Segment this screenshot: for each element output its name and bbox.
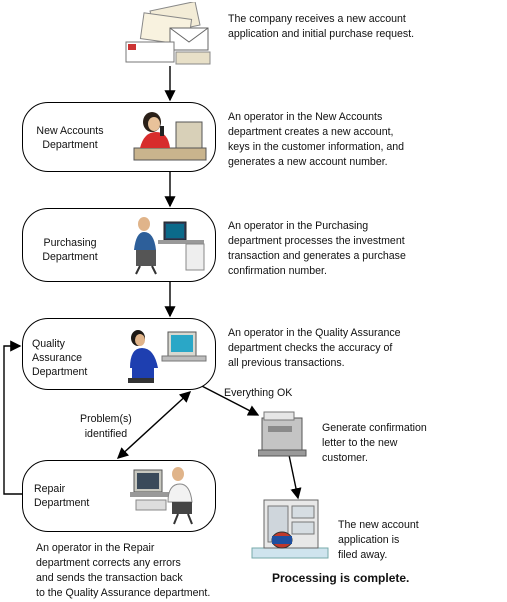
computer-operator-icon xyxy=(134,217,205,275)
purchasing-label: Purchasing Department xyxy=(42,237,98,263)
intro-description: The company receives a new account appli… xyxy=(228,13,415,40)
qa-operator-icon xyxy=(128,330,207,383)
repair-label: Repair Department xyxy=(34,483,90,509)
everything-ok-label: Everything OK xyxy=(224,387,293,399)
filing-cabinet-icon xyxy=(251,499,329,559)
confirmation-description: Generate confirmation letter to the new … xyxy=(322,422,427,464)
arrow-qa-repair-bidirectional xyxy=(116,391,192,459)
printer-icon xyxy=(258,411,307,457)
arrow-repair-back-to-qa xyxy=(3,340,22,495)
new-accounts-label: New Accounts Department xyxy=(36,125,104,151)
repair-description: An operator in the Repair department cor… xyxy=(36,542,211,599)
quality-assurance-label: Quality Assurance Department xyxy=(32,338,88,378)
filed-description: The new account application is filed awa… xyxy=(338,519,419,561)
repair-operator-icon xyxy=(130,467,193,525)
purchasing-description: An operator in the Purchasing department… xyxy=(228,220,406,277)
new-accounts-description: An operator in the New Accounts departme… xyxy=(228,111,405,168)
arrow-qa-to-printer xyxy=(195,382,260,416)
envelopes-icon xyxy=(125,2,211,65)
phone-operator-icon xyxy=(133,112,207,161)
problems-identified-label: Problem(s) identified xyxy=(80,413,132,440)
processing-complete-label: Processing is complete. xyxy=(272,571,410,585)
quality-assurance-description: An operator in the Quality Assurance dep… xyxy=(228,327,401,369)
quality-assurance-department-box xyxy=(22,318,216,390)
arrow-printer-to-filing xyxy=(288,454,302,500)
purchasing-department-box xyxy=(22,208,216,282)
